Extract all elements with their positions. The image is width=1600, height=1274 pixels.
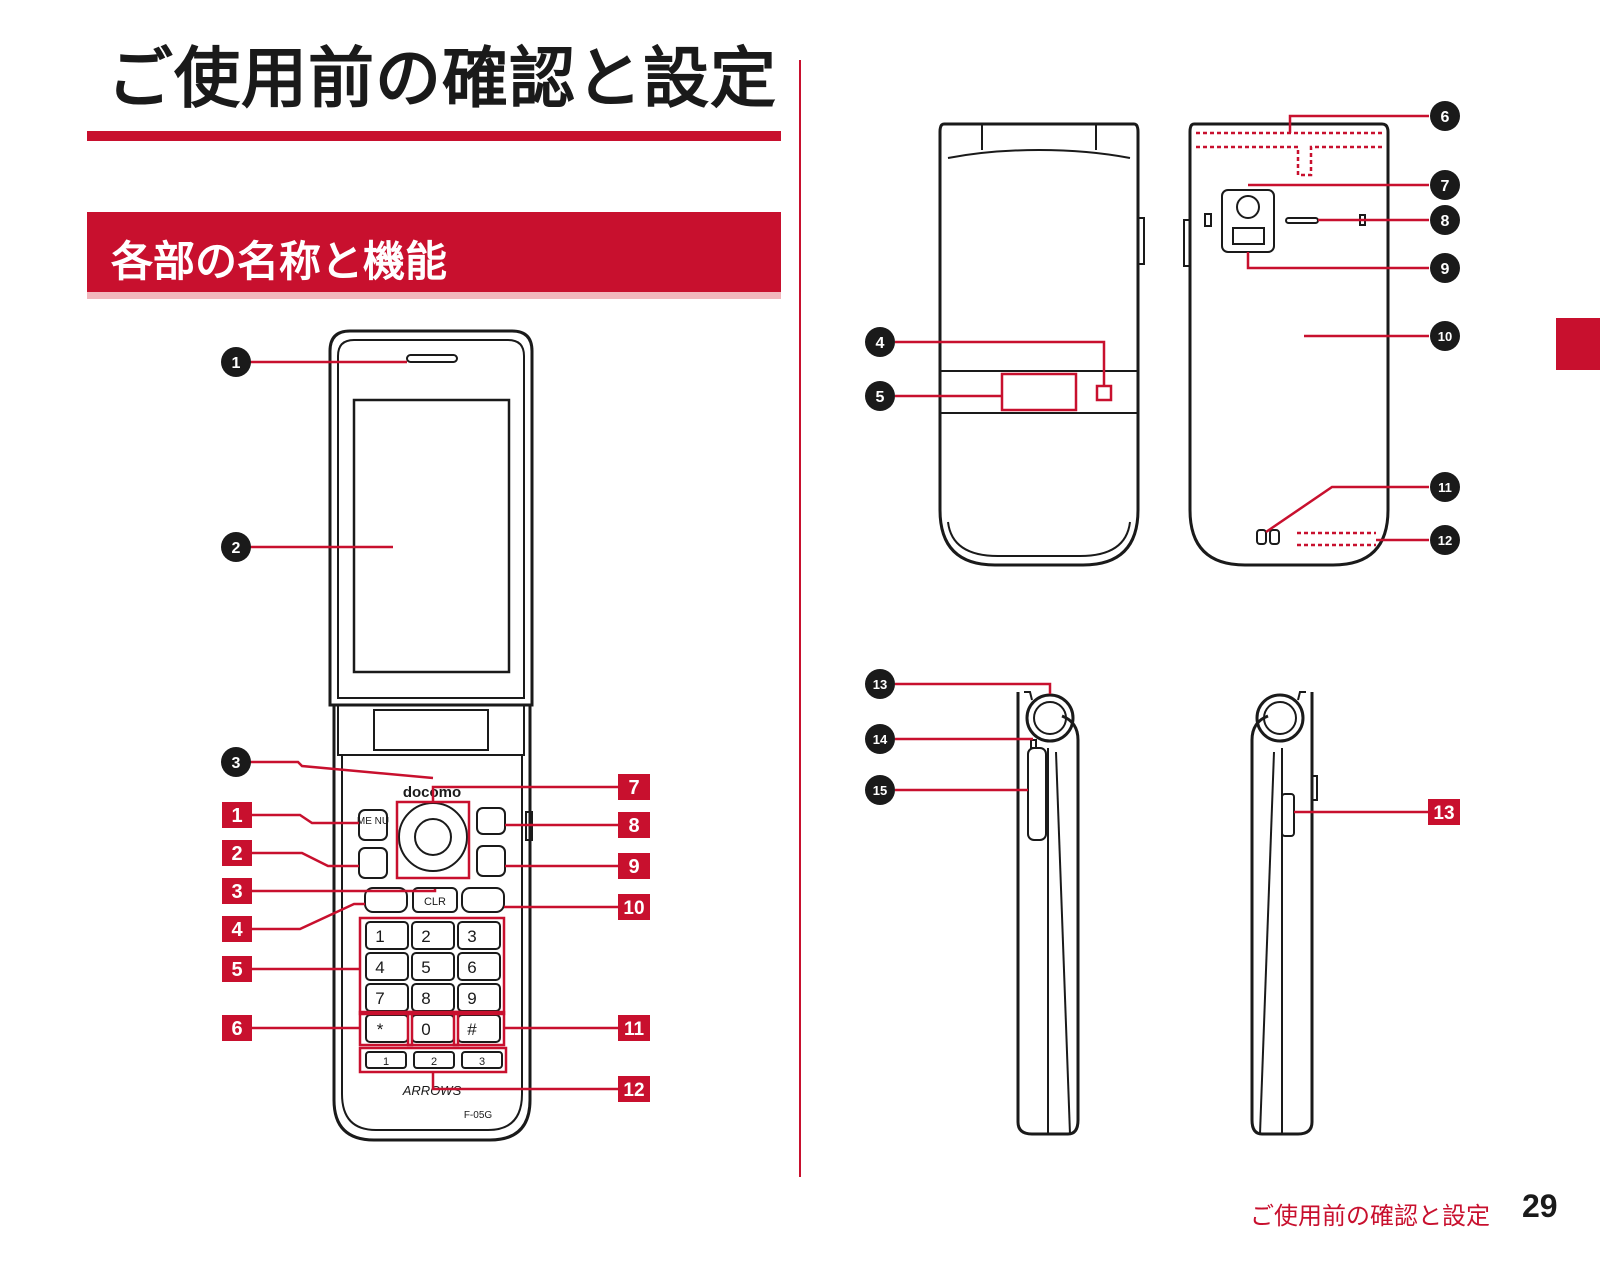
key-1: 1 bbox=[375, 927, 384, 946]
svg-text:8: 8 bbox=[1441, 213, 1450, 230]
callout-square-8: 8 bbox=[618, 812, 650, 838]
svg-text:6: 6 bbox=[231, 1018, 242, 1040]
footer-chapter-title: ご使用前の確認と設定 bbox=[1250, 1202, 1490, 1230]
svg-text:1: 1 bbox=[231, 805, 242, 827]
key-hash: # bbox=[467, 1020, 477, 1039]
svg-text:2: 2 bbox=[231, 843, 242, 865]
callout-circle-4: 4 bbox=[865, 327, 895, 357]
section-heading: 各部の名称と機能 bbox=[111, 237, 448, 286]
callout-square-10: 10 bbox=[618, 894, 650, 920]
mem-key-3: 3 bbox=[479, 1056, 485, 1068]
svg-text:4: 4 bbox=[876, 335, 885, 352]
chapter-thumb-tab bbox=[1556, 318, 1600, 370]
antenna-top-highlight bbox=[1196, 131, 1382, 177]
callout-square-4: 4 bbox=[222, 916, 252, 942]
key-7: 7 bbox=[375, 989, 384, 1008]
callout-circle-11: 11 bbox=[1430, 472, 1460, 502]
svg-text:4: 4 bbox=[231, 919, 243, 941]
callout-square-12: 12 bbox=[618, 1076, 650, 1102]
key-2: 2 bbox=[421, 927, 430, 946]
svg-text:7: 7 bbox=[628, 777, 639, 799]
column-divider bbox=[799, 60, 801, 1177]
sensor-highlight bbox=[1095, 384, 1113, 402]
callout-square-1: 1 bbox=[222, 802, 252, 828]
callout-circle-1: 1 bbox=[221, 347, 251, 377]
svg-text:14: 14 bbox=[873, 732, 888, 747]
zero-key-highlight bbox=[406, 1010, 460, 1047]
key-0: 0 bbox=[421, 1020, 430, 1039]
svg-text:5: 5 bbox=[231, 959, 242, 981]
svg-text:7: 7 bbox=[1441, 178, 1450, 195]
title-rule bbox=[87, 131, 781, 141]
svg-text:3: 3 bbox=[231, 881, 242, 903]
key-4: 4 bbox=[375, 958, 384, 977]
key-6: 6 bbox=[467, 958, 476, 977]
antenna-bottom-highlight bbox=[1297, 531, 1376, 547]
svg-text:1: 1 bbox=[232, 355, 241, 372]
clr-key-label: CLR bbox=[424, 896, 446, 908]
callout-circle-3: 3 bbox=[221, 747, 251, 777]
key-9: 9 bbox=[467, 989, 476, 1008]
arrows-logo: ARROWS bbox=[402, 1083, 462, 1098]
key-5: 5 bbox=[421, 958, 430, 977]
mem-key-1: 1 bbox=[383, 1056, 389, 1068]
model-number: F-05G bbox=[464, 1110, 493, 1121]
svg-text:6: 6 bbox=[1441, 109, 1450, 126]
svg-text:12: 12 bbox=[623, 1080, 644, 1101]
callout-circle-9: 9 bbox=[1430, 253, 1460, 283]
back-phone-illustration bbox=[938, 122, 1390, 567]
dialpad-highlight bbox=[358, 916, 506, 1016]
callout-circle-5: 5 bbox=[865, 381, 895, 411]
callout-circle-8: 8 bbox=[1430, 205, 1460, 235]
section-underline bbox=[87, 292, 781, 299]
callout-circle-10: 10 bbox=[1430, 321, 1460, 351]
page-number: 29 bbox=[1522, 1188, 1558, 1224]
left-side-illustration bbox=[1016, 691, 1080, 1136]
svg-text:13: 13 bbox=[873, 677, 887, 692]
svg-text:2: 2 bbox=[232, 540, 241, 557]
svg-text:3: 3 bbox=[232, 755, 241, 772]
svg-text:9: 9 bbox=[628, 856, 639, 878]
svg-text:15: 15 bbox=[873, 783, 887, 798]
svg-text:5: 5 bbox=[876, 389, 885, 406]
callout-square-6: 6 bbox=[222, 1015, 252, 1041]
callout-circle-13: 13 bbox=[865, 669, 895, 699]
callout-square-2: 2 bbox=[222, 840, 252, 866]
callout-square-11: 11 bbox=[618, 1015, 650, 1041]
callout-square-3: 3 bbox=[222, 878, 252, 904]
callout-square-9: 9 bbox=[618, 853, 650, 879]
svg-text:11: 11 bbox=[1438, 480, 1452, 495]
svg-text:13: 13 bbox=[1433, 803, 1454, 824]
mem-key-2: 2 bbox=[431, 1056, 437, 1068]
callout-square-5: 5 bbox=[222, 956, 252, 982]
callout-circle-15: 15 bbox=[865, 775, 895, 805]
callout-circle-12: 12 bbox=[1430, 525, 1460, 555]
svg-text:8: 8 bbox=[628, 815, 639, 837]
key-3: 3 bbox=[467, 927, 476, 946]
svg-text:11: 11 bbox=[624, 1019, 645, 1040]
callout-circle-6: 6 bbox=[1430, 101, 1460, 131]
menu-key-label: ME NU bbox=[357, 816, 389, 827]
display-highlight bbox=[1000, 372, 1078, 412]
svg-text:9: 9 bbox=[1441, 261, 1450, 278]
right-side-illustration bbox=[1250, 691, 1318, 1136]
svg-text:10: 10 bbox=[623, 898, 644, 919]
key-star: * bbox=[377, 1020, 384, 1039]
svg-text:10: 10 bbox=[1438, 329, 1452, 344]
page-title: ご使用前の確認と設定 bbox=[107, 40, 777, 117]
callout-square-7: 7 bbox=[618, 774, 650, 800]
callout-square-13-side: 13 bbox=[1428, 799, 1460, 825]
callout-circle-14: 14 bbox=[865, 724, 895, 754]
section-header: 各部の名称と機能 bbox=[87, 212, 781, 292]
callout-circle-7: 7 bbox=[1430, 170, 1460, 200]
star-key-highlight bbox=[358, 1010, 414, 1047]
key-8: 8 bbox=[421, 989, 430, 1008]
hash-key-highlight bbox=[452, 1010, 506, 1047]
front-phone-illustration bbox=[328, 329, 534, 1142]
svg-text:12: 12 bbox=[1438, 533, 1452, 548]
callout-circle-2: 2 bbox=[221, 532, 251, 562]
